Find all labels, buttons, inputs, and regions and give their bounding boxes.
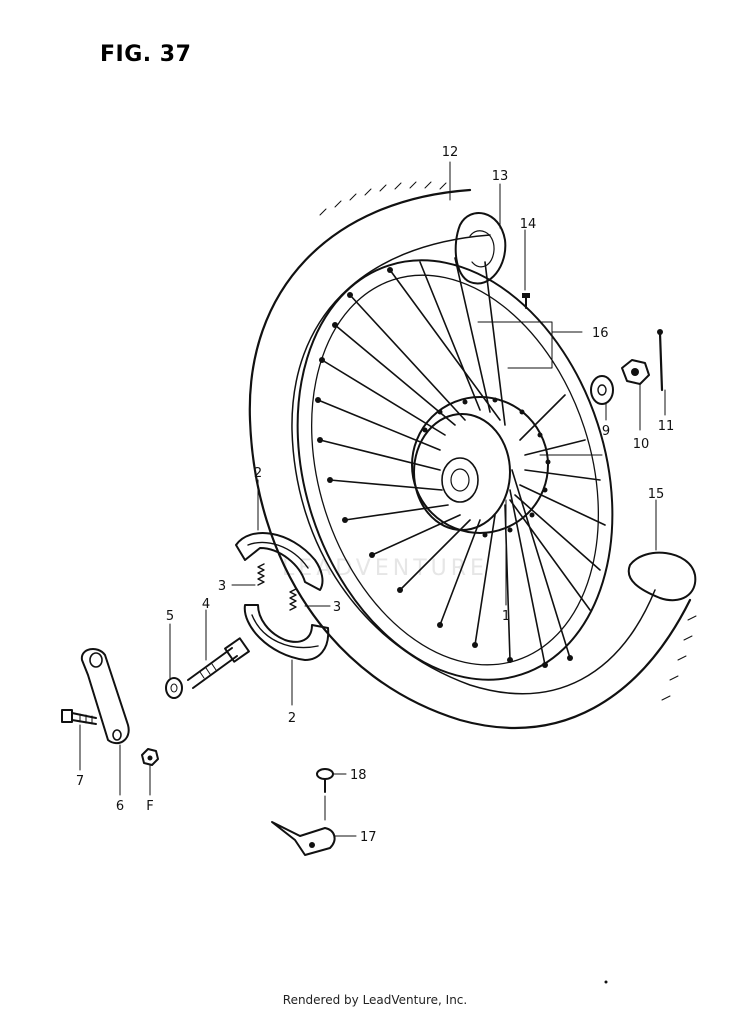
camshaft-washer-part [165,677,183,699]
spokes-part [317,257,606,666]
callout-3-left: 3 [218,579,226,594]
callout-12: 12 [442,145,459,160]
callout-10: 10 [633,437,650,452]
rim-band-bolt-part [522,293,530,309]
cotter-pin-part [657,329,664,392]
callout-F: F [146,799,153,814]
stray-mark [604,980,608,984]
brake-shoe-lower-part [243,604,330,661]
callout-18: 18 [350,768,367,783]
callout-2-lower: 2 [288,711,296,726]
brake-spring-part [257,563,297,611]
hub-part [411,396,551,538]
callout-5: 5 [166,609,174,624]
leader-lines [79,161,666,837]
callout-4: 4 [202,597,210,612]
brake-cam-lever-part [80,648,130,745]
callout-3-right: 3 [333,600,341,615]
callout-16: 16 [592,326,609,341]
callout-17: 17 [360,830,377,845]
watermark-text: LEADVENTURE [282,556,488,581]
callout-15: 15 [648,487,665,502]
brake-camshaft-part [187,637,250,689]
lever-bolt-part [61,709,97,725]
callout-11: 11 [658,419,675,434]
stopper-screw-part [316,768,334,793]
figure-title: FIG. 37 [100,42,192,67]
rim-part [296,259,614,681]
callout-2-upper: 2 [254,466,262,481]
brake-stopper-plate-part [271,821,336,856]
brake-shoe-upper-part [235,532,324,591]
callout-13: 13 [492,169,509,184]
lever-nut-part [141,748,159,766]
washer-part [590,375,614,405]
axle-nut-part [621,359,650,385]
callout-7: 7 [76,774,84,789]
callout-9: 9 [602,424,610,439]
footer-credit: Rendered by LeadVenture, Inc. [282,993,468,1007]
callout-6: 6 [116,799,124,814]
callout-14: 14 [520,217,537,232]
callout-1: 1 [502,609,510,624]
